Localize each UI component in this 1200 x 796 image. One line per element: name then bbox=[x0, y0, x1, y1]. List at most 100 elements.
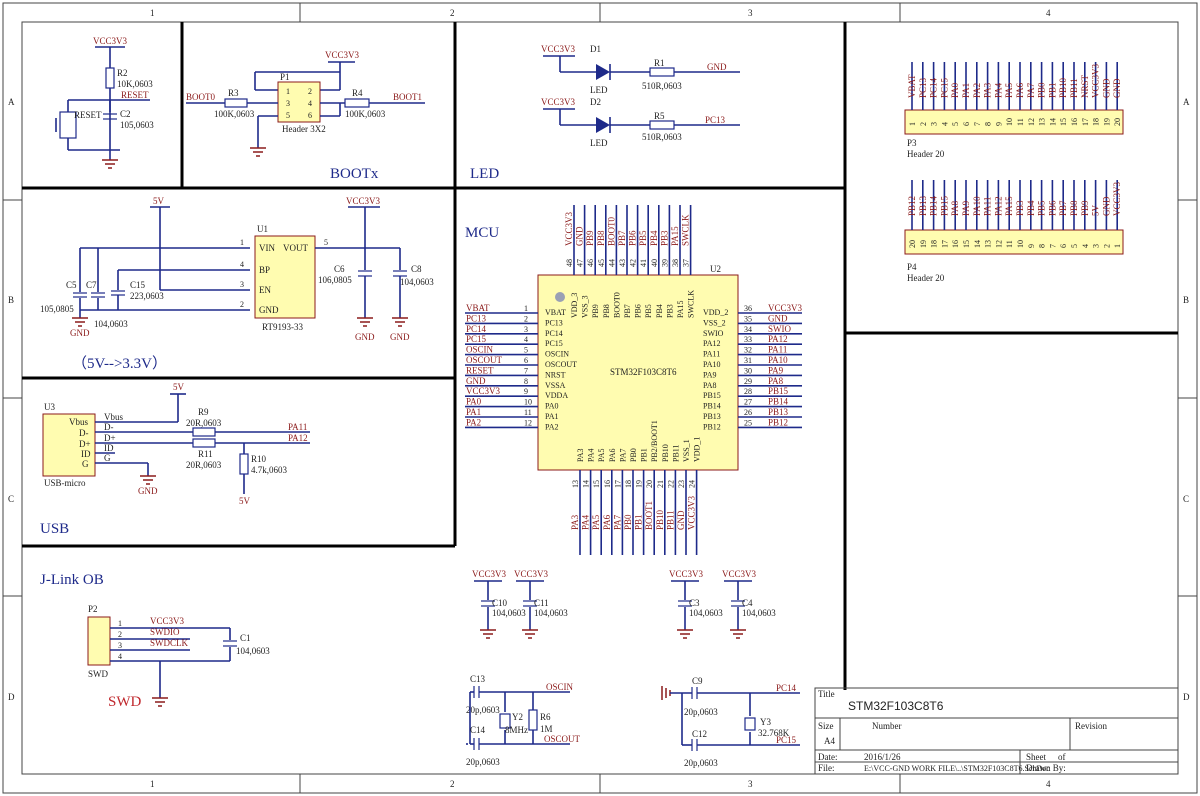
tb-title-label: Title bbox=[818, 689, 835, 699]
d2-designator: D2 bbox=[590, 97, 601, 107]
mcu-net-pa8: PA8 bbox=[768, 376, 784, 386]
mcu-pinnum-7: 7 bbox=[524, 366, 528, 375]
p4-pin-10: 10 bbox=[1016, 240, 1025, 248]
mcu-pin-vssa: VSSA bbox=[545, 381, 566, 390]
lse-pc15-label: PC15 bbox=[776, 735, 797, 745]
mcu-pin-vbat: VBAT bbox=[545, 308, 566, 317]
p4-pin-16: 4 bbox=[1081, 244, 1090, 248]
p3-part: Header 20 bbox=[907, 149, 945, 159]
mcu-pinnum-37: 37 bbox=[682, 259, 691, 267]
tb-sheet-label: Sheet bbox=[1026, 752, 1046, 762]
mcu-net-pa2: PA2 bbox=[466, 417, 481, 427]
p1-pin-4: 4 bbox=[308, 99, 312, 108]
mcu-pinnum-6: 6 bbox=[524, 356, 528, 365]
mcu-pin-vss_2: VSS_2 bbox=[703, 318, 726, 327]
p1-pin-3: 3 bbox=[286, 99, 290, 108]
p4-net-9: PA15 bbox=[1004, 196, 1014, 216]
r2-value: 10K,0603 bbox=[117, 79, 153, 89]
c7-designator: C7 bbox=[86, 280, 97, 290]
c9-designator: C9 bbox=[692, 676, 703, 686]
r6-resistor bbox=[528, 709, 538, 731]
mcu-net-pa3: PA3 bbox=[570, 514, 580, 530]
mcu-pin-pa6: PA6 bbox=[608, 449, 617, 463]
mcu-pin-vdda: VDDA bbox=[545, 391, 568, 400]
p4-pins: PB1220PB1319PB1418PB1517PA816PA915PA1014… bbox=[907, 180, 1122, 248]
p4-net-18: GND bbox=[1101, 196, 1111, 216]
p3-pin-12: 13 bbox=[1038, 118, 1047, 126]
c7-value: 104,0603 bbox=[94, 319, 128, 329]
section-dividers bbox=[22, 22, 1178, 690]
mcu-pin-pb13: PB13 bbox=[703, 412, 721, 421]
mcu-pin-pb1: PB1 bbox=[640, 448, 649, 462]
ldo-gnd-c8-label: GND bbox=[390, 332, 410, 342]
p4-net-3: PB15 bbox=[939, 195, 949, 216]
p1-header bbox=[277, 81, 321, 123]
p3-net-19: GND bbox=[1112, 78, 1122, 98]
ldo-5v-label: 5V bbox=[153, 196, 165, 206]
section-title-boot: BOOTx bbox=[330, 166, 379, 182]
p3-pin-9: 10 bbox=[1005, 118, 1014, 126]
ground-symbol bbox=[357, 317, 373, 327]
section-title-ldo: （5V-->3.3V） bbox=[72, 355, 167, 372]
mcu-net-pb7: PB7 bbox=[617, 230, 627, 246]
p2-designator: P2 bbox=[88, 604, 98, 614]
mcu-net-oscout: OSCOUT bbox=[466, 355, 503, 365]
mcu-pin-pb9: PB9 bbox=[591, 304, 600, 318]
y2-value: 8MHz bbox=[505, 725, 528, 735]
decap-des-c4: C4 bbox=[742, 598, 753, 608]
mcu-pin-pc15: PC15 bbox=[545, 339, 563, 348]
p4-net-15: PB8 bbox=[1069, 200, 1079, 216]
p4-net-7: PA11 bbox=[983, 197, 993, 216]
mcu-net-pa0: PA0 bbox=[466, 397, 482, 407]
row-marker-a-right: A bbox=[1183, 97, 1190, 107]
r6-designator: R6 bbox=[540, 712, 551, 722]
p3-net-15: PB11 bbox=[1069, 78, 1079, 98]
ldo-circuit: 5V C5 105,0805 C7 104,0603 C15 223,0603 … bbox=[40, 196, 434, 342]
c14-value: 20p,0603 bbox=[466, 757, 500, 767]
p3-net-6: PA2 bbox=[972, 83, 982, 98]
row-marker-b-right: B bbox=[1183, 295, 1189, 305]
p3-pin-0: 1 bbox=[908, 122, 917, 126]
p3-designator: P3 bbox=[907, 138, 917, 148]
p1-pin-6: 6 bbox=[308, 111, 312, 120]
mcu-pinnum-26: 26 bbox=[744, 408, 752, 417]
u1-pin-vin: VIN bbox=[259, 243, 275, 253]
usb-dm-net: D- bbox=[104, 422, 114, 432]
p4-pin-9: 11 bbox=[1005, 240, 1014, 248]
p3-net-5: PA1 bbox=[961, 83, 971, 98]
mcu-net-pb12: PB12 bbox=[768, 417, 788, 427]
mcu-pin-vss_1: VSS_1 bbox=[682, 439, 691, 462]
p4-part: Header 20 bbox=[907, 273, 945, 283]
p4-pin-0: 20 bbox=[908, 240, 917, 248]
mcu-pinnum-3: 3 bbox=[524, 325, 528, 334]
col-marker-4: 4 bbox=[1046, 8, 1051, 18]
usb-g-net: G bbox=[104, 453, 111, 463]
boot-vcc-label: VCC3V3 bbox=[325, 50, 360, 60]
col-marker-2-bottom: 2 bbox=[450, 779, 455, 789]
r5-designator: R5 bbox=[654, 111, 665, 121]
d1-label: LED bbox=[590, 85, 608, 95]
p4-net-8: PA12 bbox=[993, 196, 1003, 216]
u1-pin-gnd: GND bbox=[259, 305, 279, 315]
p1-part: Header 3X2 bbox=[282, 124, 326, 134]
r10-designator: R10 bbox=[251, 454, 267, 464]
usb-gnd-label: GND bbox=[138, 486, 158, 496]
c9-value: 20p,0603 bbox=[684, 707, 718, 717]
mcu-net-pb10: PB10 bbox=[655, 509, 665, 530]
r9-designator: R9 bbox=[198, 407, 209, 417]
p3-pin-10: 11 bbox=[1016, 118, 1025, 126]
mcu-pin-pa9: PA9 bbox=[703, 370, 717, 379]
usb-5v-label: 5V bbox=[173, 382, 185, 392]
mcu-net-pa5: PA5 bbox=[591, 514, 601, 530]
tb-size-label: Size bbox=[818, 721, 834, 731]
u1-pin-en: EN bbox=[259, 285, 271, 295]
mcu-pin-nrst: NRST bbox=[545, 370, 566, 379]
mcu-pin-pc13: PC13 bbox=[545, 318, 563, 327]
u3-designator: U3 bbox=[44, 402, 55, 412]
p4-pin-4: 16 bbox=[951, 240, 960, 248]
p3-pin-19: 20 bbox=[1113, 118, 1122, 126]
p4-pin-17: 3 bbox=[1092, 244, 1101, 248]
mcu-pinnum-39: 39 bbox=[660, 259, 669, 267]
p3-net-7: PA3 bbox=[983, 82, 993, 98]
c15-value: 223,0603 bbox=[130, 291, 164, 301]
